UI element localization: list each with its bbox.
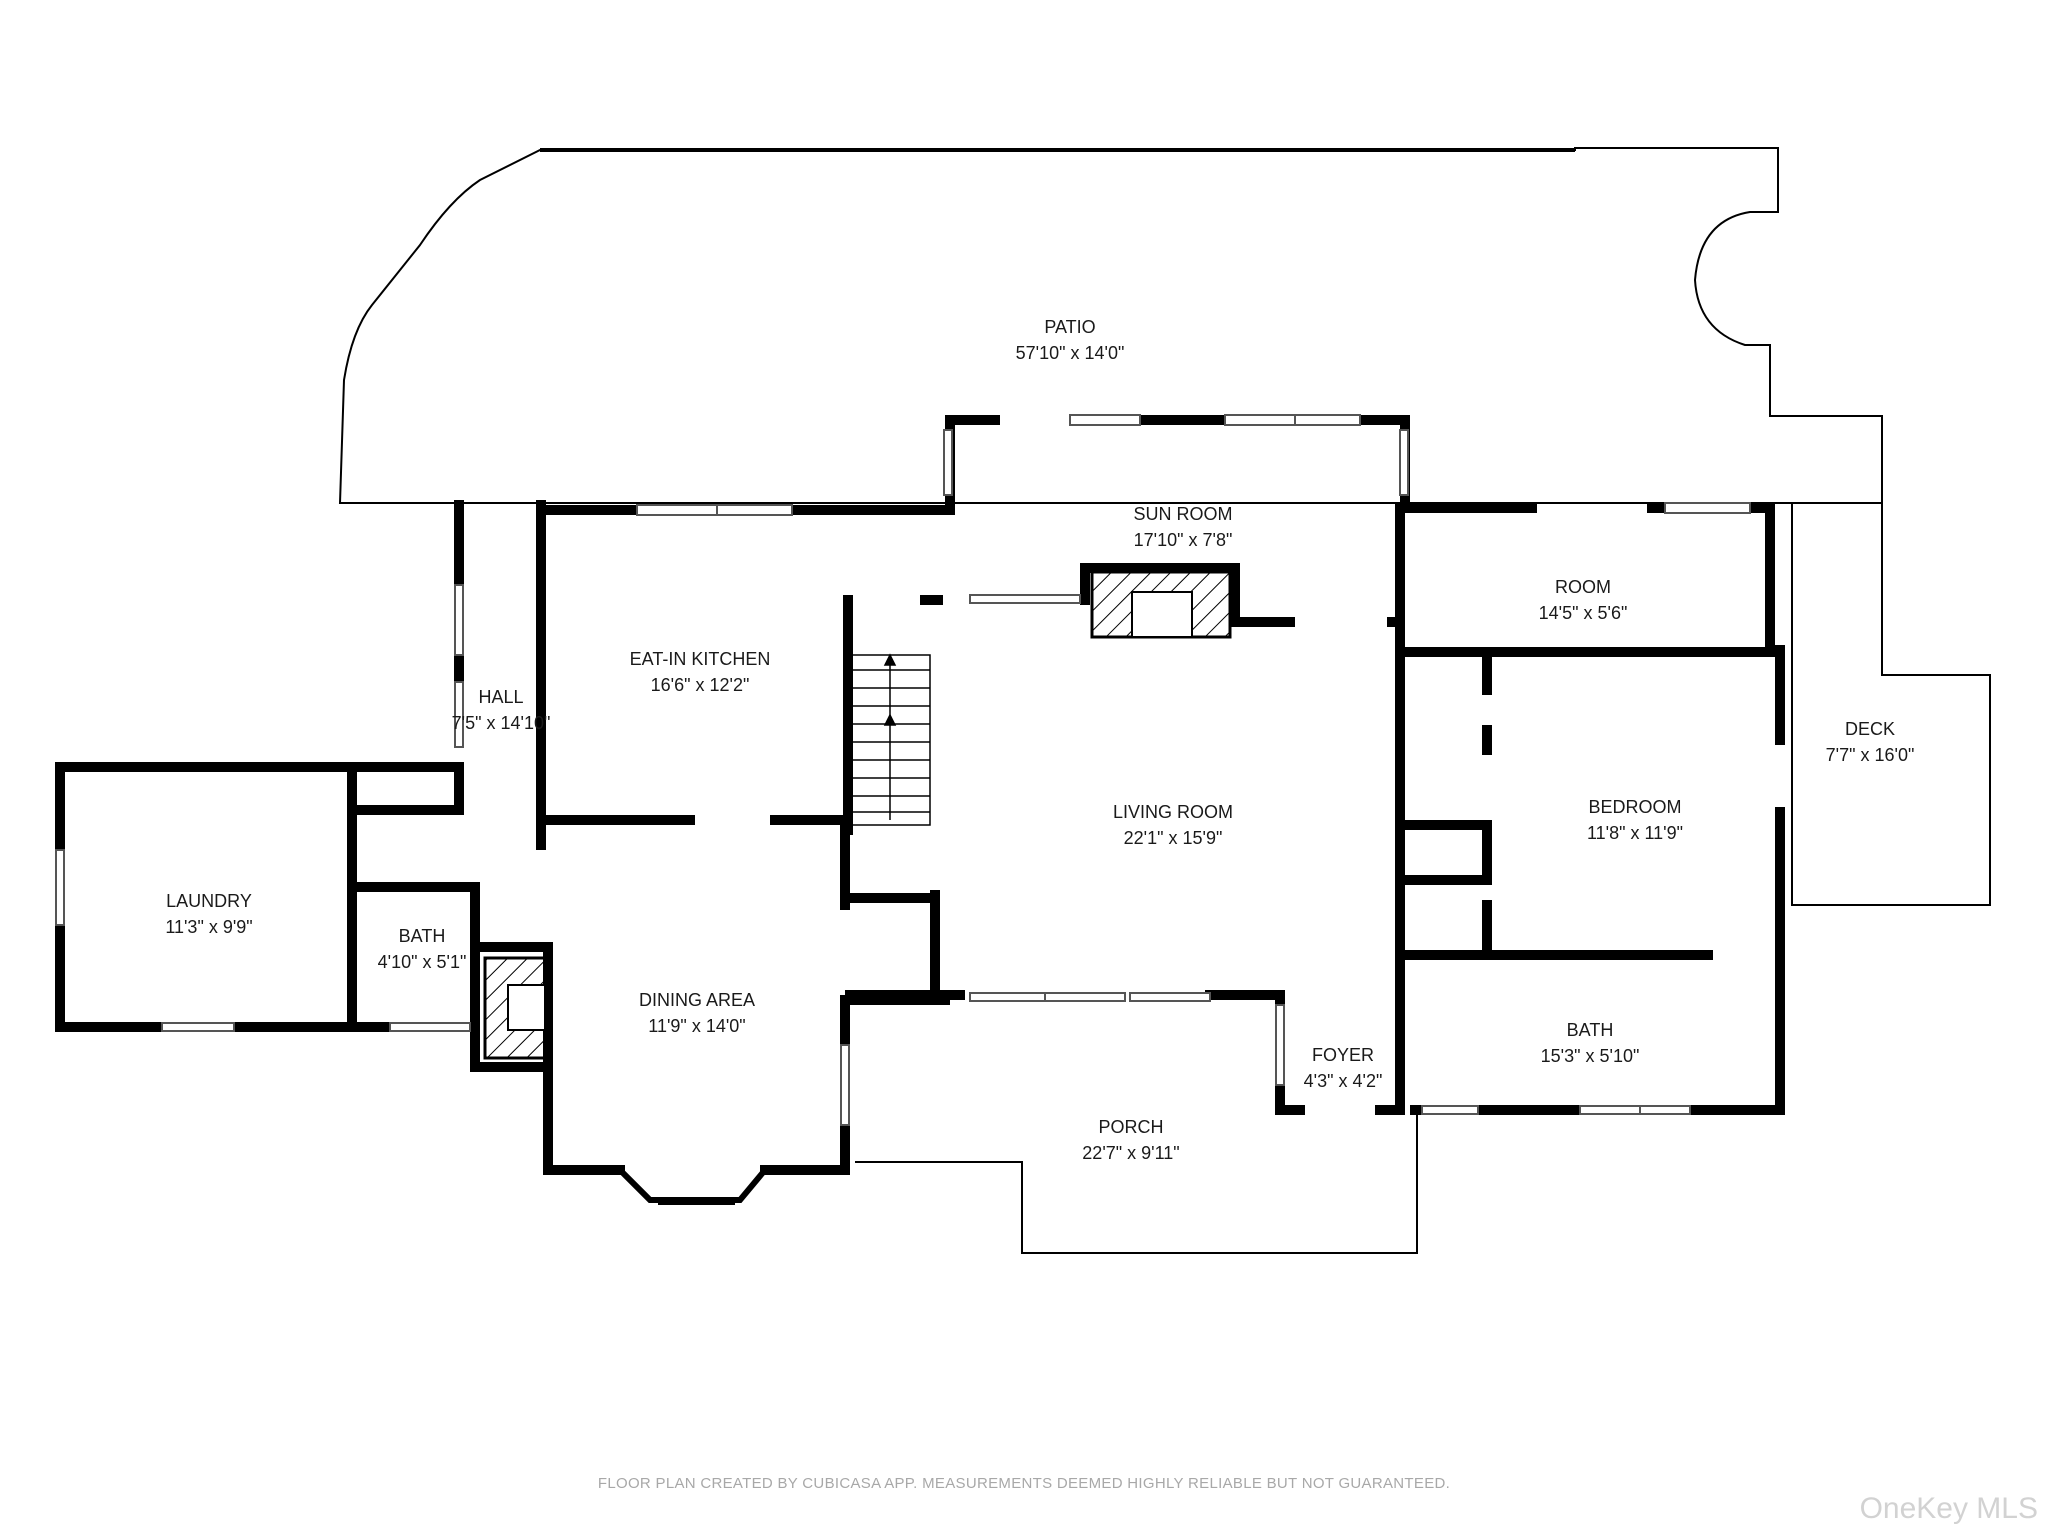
room-name: SUN ROOM <box>1134 504 1233 524</box>
room-label-bath-small: BATH 4'10" x 5'1" <box>378 926 467 972</box>
room-label-deck: DECK 7'7" x 16'0" <box>1826 719 1915 765</box>
room-label-living-room: LIVING ROOM 22'1" x 15'9" <box>1113 802 1233 848</box>
room-name: DINING AREA <box>639 990 755 1010</box>
room-name: PATIO <box>1044 317 1095 337</box>
room-name: FOYER <box>1312 1045 1374 1065</box>
room-dimensions: 16'6" x 12'2" <box>651 675 750 695</box>
room-name: LAUNDRY <box>166 891 252 911</box>
room-label-dining-area: DINING AREA 11'9" x 14'0" <box>639 990 755 1036</box>
room-name: LIVING ROOM <box>1113 802 1233 822</box>
room-dimensions: 11'9" x 14'0" <box>648 1016 745 1036</box>
room-label-sun-room: SUN ROOM 17'10" x 7'8" <box>1134 504 1233 550</box>
room-dimensions: 11'8" x 11'9" <box>1587 823 1683 843</box>
room-name: ROOM <box>1555 577 1611 597</box>
room-dimensions: 4'3" x 4'2" <box>1304 1071 1383 1091</box>
room-dimensions: 15'3" x 5'10" <box>1541 1046 1640 1066</box>
room-label-laundry: LAUNDRY 11'3" x 9'9" <box>165 891 252 937</box>
room-name: PORCH <box>1098 1117 1163 1137</box>
room-label-patio: PATIO 57'10" x 14'0" <box>1016 317 1125 363</box>
staircase-icon <box>851 653 931 826</box>
room-dimensions: 7'7" x 16'0" <box>1826 745 1915 765</box>
room-name: EAT-IN KITCHEN <box>630 649 771 669</box>
room-dimensions: 17'10" x 7'8" <box>1134 530 1233 550</box>
bay-window <box>617 1167 768 1205</box>
windows <box>55 414 1751 1126</box>
porch-outline <box>855 1112 1418 1254</box>
room-label-hall: HALL 7'5" x 14'10" <box>452 687 551 733</box>
disclaimer-note: FLOOR PLAN CREATED BY CUBICASA APP. MEAS… <box>597 1475 1451 1492</box>
room-name: BATH <box>399 926 446 946</box>
room-name: HALL <box>478 687 523 707</box>
watermark-logo: OneKey MLS <box>1859 1492 2038 1525</box>
patio-outline <box>338 147 1883 504</box>
room-dimensions: 7'5" x 14'10" <box>452 713 551 733</box>
room-label-eat-in-kitchen: EAT-IN KITCHEN 16'6" x 12'2" <box>630 649 771 695</box>
room-dimensions: 11'3" x 9'9" <box>165 917 252 937</box>
room-name: DECK <box>1845 719 1895 739</box>
fireplace-icon <box>1090 570 1232 639</box>
room-dimensions: 57'10" x 14'0" <box>1016 343 1125 363</box>
walls <box>55 415 1785 1175</box>
room-label-bedroom: BEDROOM 11'8" x 11'9" <box>1587 797 1683 843</box>
room-name: BATH <box>1567 1020 1614 1040</box>
room-dimensions: 22'1" x 15'9" <box>1124 828 1223 848</box>
room-dimensions: 14'5" x 5'6" <box>1539 603 1628 623</box>
room-dimensions: 4'10" x 5'1" <box>378 952 467 972</box>
room-label-room: ROOM 14'5" x 5'6" <box>1539 577 1628 623</box>
fireplace-icon <box>483 956 547 1060</box>
room-dimensions: 22'7" x 9'11" <box>1082 1143 1179 1163</box>
room-label-porch: PORCH 22'7" x 9'11" <box>1082 1117 1179 1163</box>
deck-outline <box>1791 503 1991 906</box>
room-label-foyer: FOYER 4'3" x 4'2" <box>1304 1045 1383 1091</box>
room-label-bath-large: BATH 15'3" x 5'10" <box>1541 1020 1640 1066</box>
room-name: BEDROOM <box>1588 797 1681 817</box>
